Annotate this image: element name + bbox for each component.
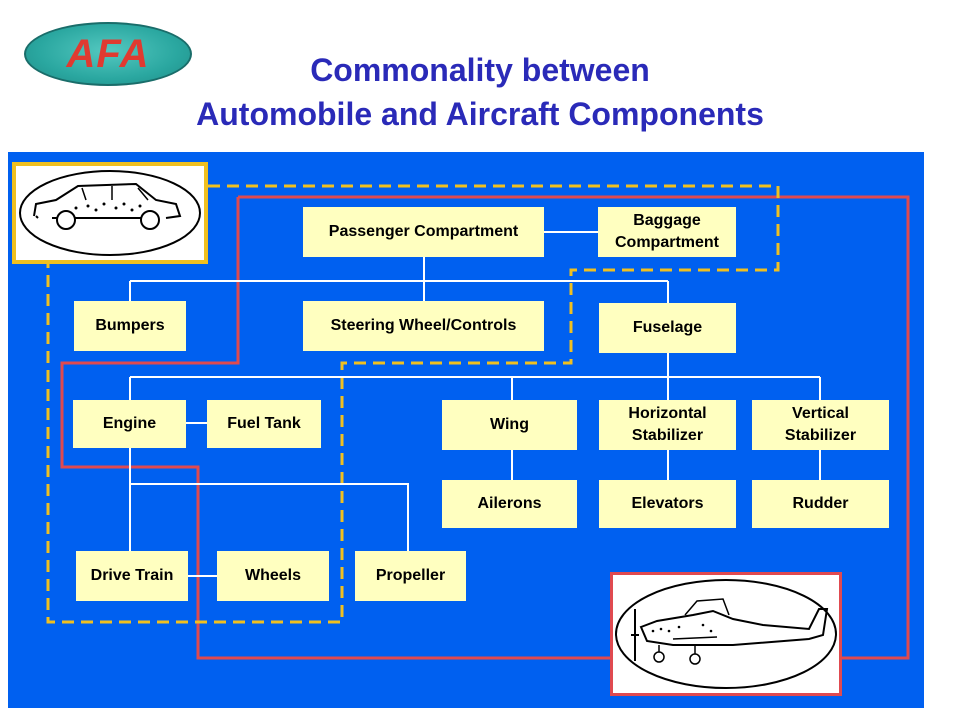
propeller-box: Propeller <box>355 551 466 601</box>
fuel-tank-label: Fuel Tank <box>227 415 301 432</box>
engine-label: Engine <box>102 415 157 432</box>
aircraft-picture <box>610 572 842 696</box>
steering-label: Steering Wheel/Controls <box>330 317 517 334</box>
passenger-compartment-box: Passenger Compartment <box>303 207 544 257</box>
vstab-label-line-2: Stabilizer <box>784 427 857 444</box>
wing-box: Wing <box>442 400 577 450</box>
page-title-line-1: Commonality between <box>310 52 650 88</box>
wing-label: Wing <box>490 416 529 433</box>
logo-text: AFA <box>66 32 150 76</box>
drive-train-label: Drive Train <box>90 567 174 584</box>
bumpers-label: Bumpers <box>95 317 165 334</box>
baggage-label-line-1: Baggage <box>633 212 701 229</box>
propeller-label: Propeller <box>375 567 446 584</box>
airplane-icon <box>615 579 837 689</box>
afa-logo: AFA <box>24 22 192 86</box>
wheels-label: Wheels <box>244 567 301 584</box>
page-title-line-2: Automobile and Aircraft Components <box>196 96 764 132</box>
vertical-stabilizer-box: Vertical Stabilizer <box>752 400 889 450</box>
ailerons-box: Ailerons <box>442 480 577 528</box>
hstab-label-line-2: Stabilizer <box>631 427 704 444</box>
aircraft-group-outline <box>238 195 910 660</box>
vstab-label-line-1: Vertical <box>792 405 849 422</box>
engine-box: Engine <box>73 400 186 448</box>
hstab-label-line-1: Horizontal <box>628 405 707 422</box>
connector-propeller <box>130 483 409 551</box>
bumpers-box: Bumpers <box>74 301 186 351</box>
rudder-label: Rudder <box>792 495 849 512</box>
fuel-tank-box: Fuel Tank <box>207 400 321 448</box>
automobile-picture <box>12 162 208 264</box>
elevators-box: Elevators <box>599 480 736 528</box>
baggage-label-line-2: Compartment <box>614 234 719 251</box>
car-icon <box>19 170 201 256</box>
baggage-compartment-box: Baggage Compartment <box>598 207 736 257</box>
ailerons-label: Ailerons <box>477 495 542 512</box>
fuselage-label: Fuselage <box>632 319 703 336</box>
aircraft-group-outline-left <box>60 197 610 660</box>
automobile-group-outline <box>46 184 780 624</box>
drive-train-box: Drive Train <box>76 551 188 601</box>
passenger-compartment-label: Passenger Compartment <box>328 223 519 240</box>
fuselage-box: Fuselage <box>599 303 736 353</box>
steering-box: Steering Wheel/Controls <box>303 301 544 351</box>
elevators-label: Elevators <box>631 495 704 512</box>
wheels-box: Wheels <box>217 551 329 601</box>
horizontal-stabilizer-box: Horizontal Stabilizer <box>599 400 736 450</box>
rudder-box: Rudder <box>752 480 889 528</box>
